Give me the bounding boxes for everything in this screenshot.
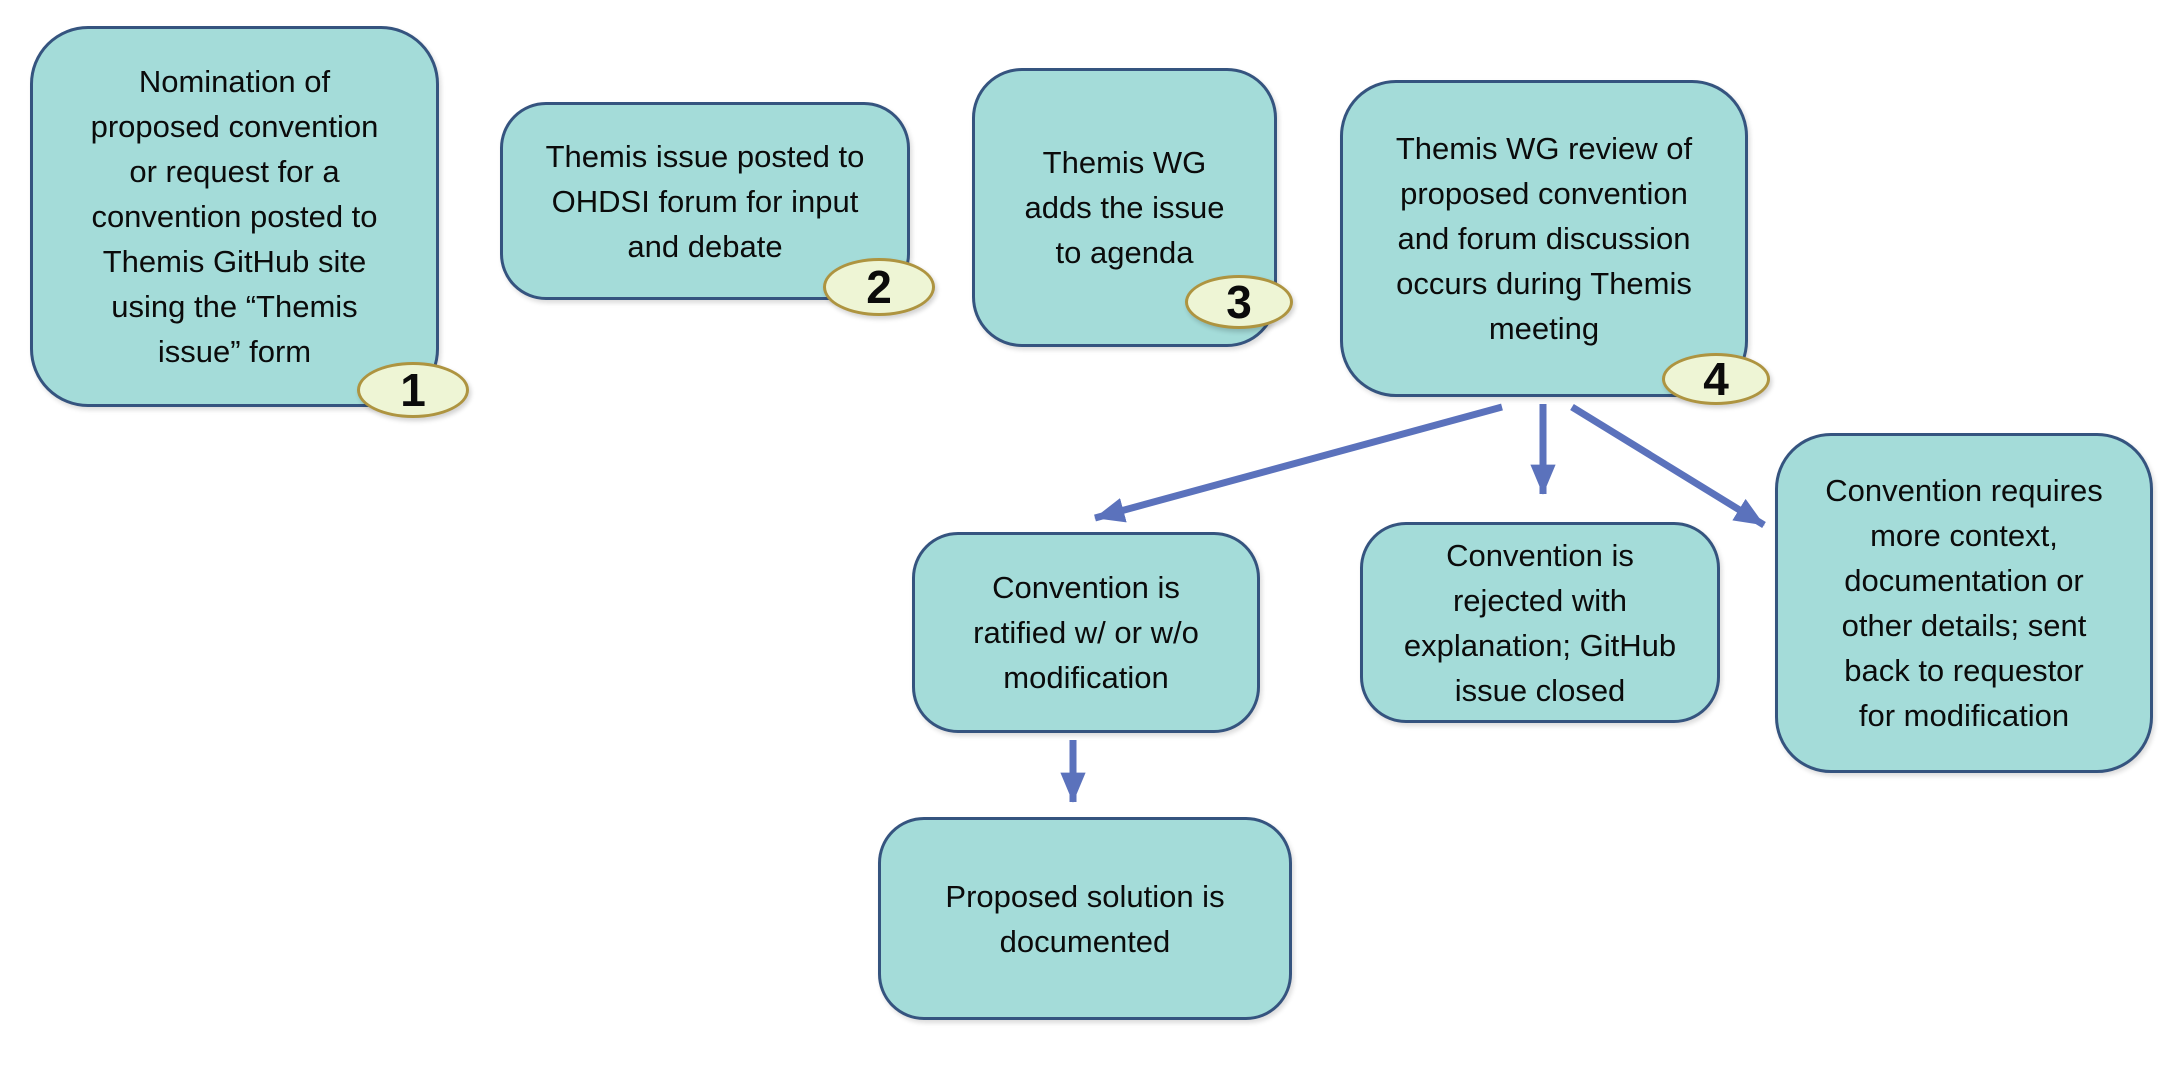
arrow-review-to-more-context	[1570, 404, 1766, 528]
node-nomination: Nomination of proposed convention or req…	[30, 26, 439, 407]
step-badge-4: 4	[1662, 353, 1770, 405]
step-badge-2: 2	[823, 258, 935, 316]
node-forum-post: Themis issue posted to OHDSI forum for i…	[500, 102, 910, 300]
node-documented: Proposed solution is documented	[878, 817, 1292, 1020]
node-rejected: Convention is rejected with explanation;…	[1360, 522, 1720, 723]
step-badge-3: 3	[1185, 275, 1293, 329]
node-wg-review: Themis WG review of proposed convention …	[1340, 80, 1748, 397]
node-needs-more-context: Convention requires more context, docume…	[1775, 433, 2153, 773]
node-ratified: Convention is ratified w/ or w/o modific…	[912, 532, 1260, 733]
step-badge-1: 1	[357, 362, 469, 418]
arrow-review-to-ratified	[1094, 403, 1503, 523]
